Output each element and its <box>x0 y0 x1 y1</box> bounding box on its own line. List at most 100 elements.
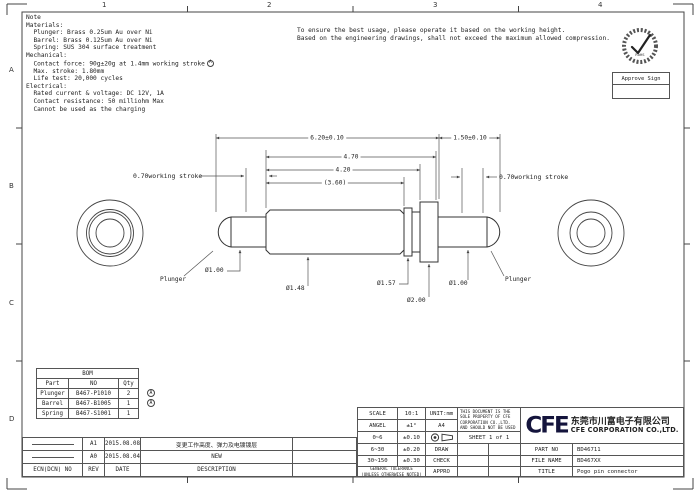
dia-ring-label: Ø1.57 <box>377 280 396 287</box>
note-line: Mechanical: <box>26 51 67 59</box>
draw-date-field <box>489 444 521 456</box>
zone-number-3: 3 <box>433 1 438 9</box>
bom-part: Spring <box>36 408 69 419</box>
date-header: DATE <box>105 464 141 477</box>
rev-cell: A1 <box>83 438 105 451</box>
plunger-left-label: Plunger <box>160 276 187 283</box>
note-line: Life test: 20,000 cycles <box>26 75 123 83</box>
check-signature-field <box>458 456 489 467</box>
usage-note-line: To ensure the best usage, please operate… <box>297 27 566 34</box>
scale-value: 10:1 <box>398 408 426 420</box>
note-line: Max. stroke: 1.80mm <box>26 67 105 75</box>
general-tolerance-line1: GENERAL TOLERANCE <box>370 467 413 472</box>
rev-extra-cell <box>293 451 357 464</box>
part-no-value: BD46711 <box>573 444 684 456</box>
usage-note-line: Based on the engineering drawings, shall… <box>297 35 610 42</box>
part-no-label: PART NO <box>521 444 573 456</box>
zone-number-4: 4 <box>598 1 603 9</box>
note-line-text: Contact force: 90g±20g at 1.4mm working … <box>26 60 205 68</box>
bom-part: Barrel <box>36 398 69 409</box>
ecn-blank-line <box>31 443 74 445</box>
approve-sign-field <box>613 85 669 98</box>
dia-flange-label: Ø2.00 <box>407 297 426 304</box>
zone-letter-c: C <box>9 299 14 307</box>
note-line: Rated current & voltage: DC 12V, 1A <box>26 90 164 98</box>
tol-value-3: ±0.30 <box>398 456 426 467</box>
note-line: Spring: SUS 304 surface treatment <box>26 44 157 52</box>
company-names: 东莞市川富电子有限公司 CFE CORPORATION CO.,LTD. <box>571 417 679 435</box>
corner-mark-bottom-left <box>6 478 27 490</box>
title-label: TITLE <box>521 467 573 477</box>
property-note: THIS DOCUMENT IS THE SOLE PROPERTY OF CF… <box>458 408 521 432</box>
revision-a-flag-icon: A <box>206 59 214 67</box>
bom-header-qty: Qty <box>118 378 139 389</box>
end-view-left <box>76 199 144 267</box>
ecn-blank-line <box>31 456 74 458</box>
bom-header-part: Part <box>36 378 69 389</box>
bom-no: B467-S1001 <box>68 408 119 419</box>
desc-cell: NEW <box>141 451 293 464</box>
third-angle-projection-icon <box>426 432 458 444</box>
note-line: Plunger: Brass 0.25um Au over Ni <box>26 29 153 37</box>
date-cell: 2015.08.04 <box>105 451 141 464</box>
angle-label: ANGEL <box>358 420 398 432</box>
check-date-field <box>489 456 521 467</box>
rev-extra-cell <box>293 464 357 477</box>
note-line: Contact force: 90g±20g at 1.4mm working … <box>26 59 214 68</box>
working-stroke-left-label: 0.70working stroke <box>133 172 203 180</box>
rev-cell: A0 <box>83 451 105 464</box>
rohs-stamp-caption: RoHS <box>635 52 645 57</box>
note-line: Cannot be used as the charging <box>26 105 146 113</box>
draw-signature-field <box>458 444 489 456</box>
corner-mark-bottom-right <box>673 478 694 490</box>
leader-lines <box>183 250 505 297</box>
company-name-cn: 东莞市川富电子有限公司 <box>570 416 670 427</box>
note-line: Contact resistance: 50 milliohm Max <box>26 98 164 106</box>
bom-title: BOM <box>36 368 139 379</box>
zone-letter-d: D <box>9 415 15 423</box>
working-stroke-right-label: 0.70working stroke <box>499 173 569 181</box>
note-line: Electrical: <box>26 82 67 90</box>
general-tolerance-line2: (UNLESS OTHERWISE NOTED) <box>361 471 422 477</box>
zone-number-2: 2 <box>267 1 272 9</box>
bom-no: B467-P1010 <box>68 388 119 399</box>
paper-size: A4 <box>426 420 458 432</box>
dimension-lines <box>200 134 501 213</box>
tol-value-2: ±0.20 <box>398 444 426 456</box>
dia-plunger-right-label: Ø1.00 <box>449 280 468 287</box>
dim-length2-label: 4.20 <box>333 166 353 174</box>
plunger-right-label: Plunger <box>505 276 532 283</box>
bom-table: BOM Part NO Qty Plunger B467-P1010 2 Bar… <box>36 368 139 419</box>
desc-cell: 变更工作高度、弹力及电镀镀层 <box>141 438 293 451</box>
dim-overall-label: 6.20±0.10 <box>308 134 346 142</box>
company-logo-cell: CFE 东莞市川富电子有限公司 CFE CORPORATION CO.,LTD. <box>521 408 684 444</box>
end-view-right <box>557 199 625 267</box>
bom-part: Plunger <box>36 388 69 399</box>
side-view-pin <box>217 201 501 263</box>
bom-qty: 1 <box>118 408 139 419</box>
title-value: Pogo pin connector <box>573 467 684 477</box>
bom-row: Barrel B467-B1005 1 <box>36 398 139 409</box>
dia-plunger-left-label: Ø1.00 <box>205 267 224 274</box>
corner-mark-top-right <box>673 3 694 15</box>
revision-a-flag-icon: A <box>147 389 155 397</box>
check-label: CHECK <box>426 456 458 467</box>
ecn-header: ECN(DCN) NO <box>23 464 83 477</box>
dim-length3-label: (3.60) <box>321 179 349 187</box>
corner-mark-top-left <box>6 3 27 15</box>
revision-a-flag-icon: A <box>147 399 155 407</box>
unit-value: UNIT:mm <box>426 408 458 420</box>
tol-range-1: 0~6 <box>358 432 398 444</box>
zone-letter-b: B <box>9 182 14 190</box>
note-line: Materials: <box>26 21 64 29</box>
bom-header-no: NO <box>68 378 119 389</box>
cfe-logo: CFE <box>525 413 569 438</box>
date-cell: 2015.08.08 <box>105 438 141 451</box>
scale-label: SCALE <box>358 408 398 420</box>
dia-barrel-label: Ø1.48 <box>286 285 305 292</box>
tol-value-1: ±0.10 <box>398 432 426 444</box>
title-block: SCALE 10:1 UNIT:mm THIS DOCUMENT IS THE … <box>357 407 684 477</box>
general-tolerance-note: GENERAL TOLERANCE (UNLESS OTHERWISE NOTE… <box>358 467 426 477</box>
tol-range-2: 6~30 <box>358 444 398 456</box>
